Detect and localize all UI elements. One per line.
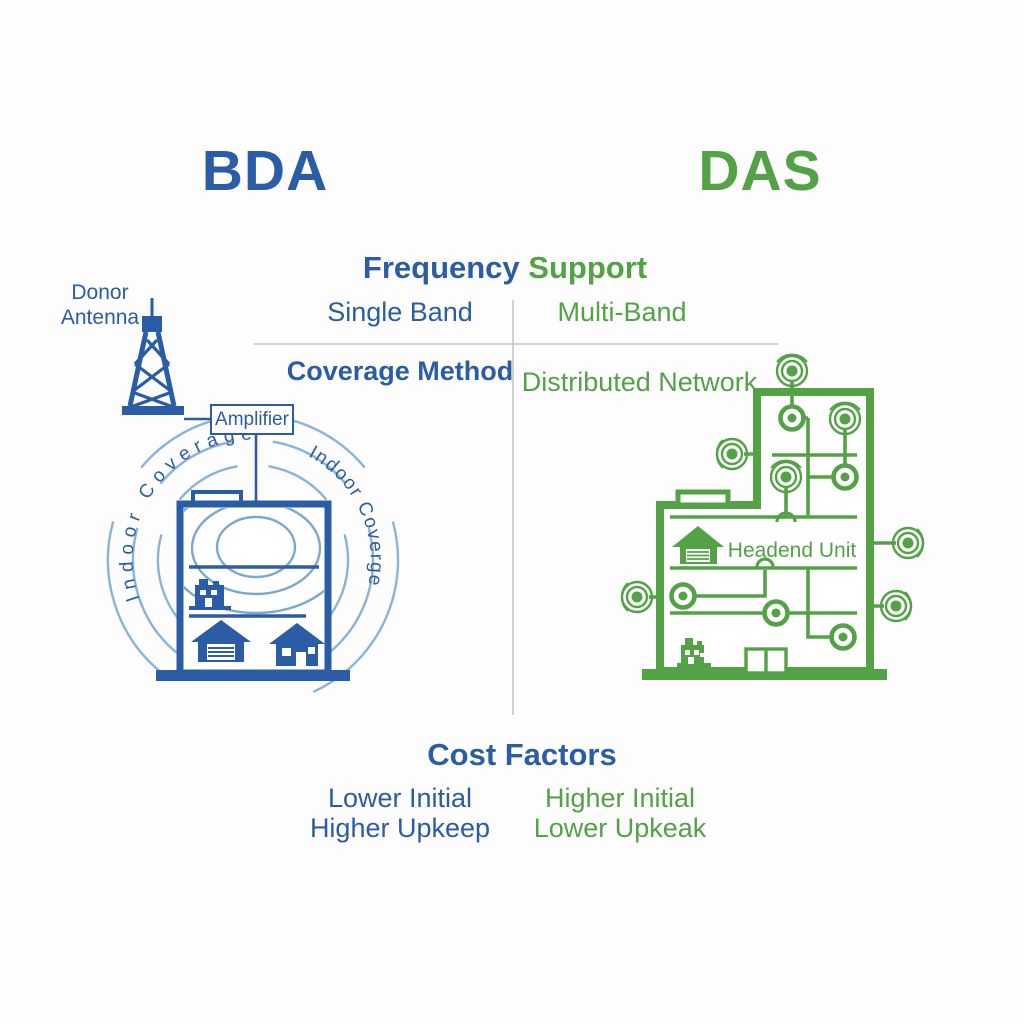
garage-house-icon <box>672 526 724 564</box>
door-icon <box>744 647 788 675</box>
donor-antenna-tower-icon <box>122 298 184 415</box>
frequency-heading-part2: Support <box>528 250 648 285</box>
bda-title: BDA <box>201 139 329 203</box>
cost-factors-heading: Cost Factors <box>427 737 617 772</box>
bda-cost-line1: Lower Initial <box>327 783 473 813</box>
office-building-icon <box>677 638 711 667</box>
house-icon <box>269 623 325 666</box>
garage-house-icon <box>191 620 251 662</box>
building-base <box>156 670 350 681</box>
amplifier-box: Amplifier <box>210 404 294 435</box>
headend-unit-label: Headend Unit <box>727 539 857 562</box>
amplifier-connector-line <box>184 417 258 505</box>
das-title: DAS <box>698 139 822 203</box>
frequency-support-heading: Frequency Support <box>255 250 755 286</box>
single-band-value: Single Band <box>327 297 473 327</box>
distributed-network-value: Distributed Network <box>521 367 758 397</box>
bda-cost-line2: Higher Upkeep <box>309 813 491 843</box>
cable-cup <box>755 511 797 568</box>
signal-ellipse-icon <box>184 508 324 615</box>
divider-lines <box>254 300 778 715</box>
amplifier-label: Amplifier <box>215 408 289 430</box>
floor-lines <box>189 565 319 618</box>
das-cost-line1: Higher Initial <box>544 783 696 813</box>
donor-antenna-label-line1: Donor <box>71 281 129 304</box>
das-cost-line2: Lower Upkeak <box>533 813 707 843</box>
office-building-icon <box>189 579 231 610</box>
das-diagram <box>620 353 925 680</box>
wifi-signal-icon <box>620 353 925 623</box>
donor-antenna-label-line2: Antenna <box>60 305 140 329</box>
donor-antenna-label: Donor Antenna <box>45 281 155 331</box>
bda-building-icon <box>156 490 350 681</box>
frequency-heading-part1: Frequency <box>362 250 520 285</box>
coverage-method-heading: Coverage Method <box>286 356 514 386</box>
antenna-node-icon <box>669 404 859 651</box>
multi-band-value: Multi-Band <box>557 297 687 327</box>
